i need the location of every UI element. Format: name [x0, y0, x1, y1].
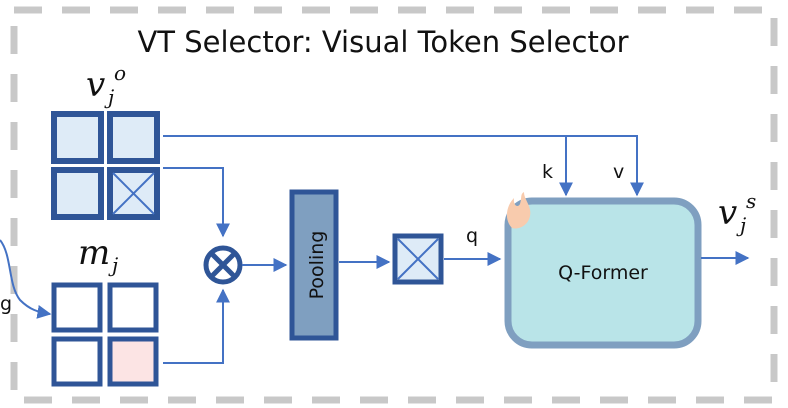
- svg-text:Pooling: Pooling: [306, 231, 328, 300]
- mask-cell: [107, 282, 159, 333]
- svg-text:s: s: [746, 189, 756, 213]
- label-v-j-s: v j s: [718, 189, 756, 237]
- mask-cell-highlight: [107, 336, 159, 387]
- flame-icon: [506, 192, 531, 229]
- token-cell: [107, 111, 160, 164]
- svg-text:j: j: [104, 85, 114, 109]
- qformer-block: Q-Former: [504, 197, 702, 349]
- edge-mask-to-multiply: [163, 288, 230, 364]
- mask-cell: [51, 282, 103, 333]
- incoming-edge: [0, 239, 52, 319]
- incoming-edge-label: g: [0, 293, 12, 315]
- visual-token-grid: [51, 111, 160, 220]
- diagram-title: VT Selector: Visual Token Selector: [137, 25, 628, 59]
- label-m-j: m j: [78, 233, 118, 277]
- edge-label-v: v: [613, 161, 624, 183]
- token-cell: [51, 111, 104, 164]
- mask-cell: [51, 336, 103, 387]
- svg-text:m: m: [78, 233, 110, 273]
- label-v-j-o: v j o: [86, 61, 126, 109]
- pooled-token: [392, 233, 444, 285]
- svg-text:Q-Former: Q-Former: [558, 262, 648, 284]
- svg-text:j: j: [108, 253, 118, 277]
- edge-to-v: [566, 135, 644, 197]
- svg-text:o: o: [114, 61, 126, 85]
- edge-tokens-to-multiply: [163, 167, 230, 238]
- mask-grid: [51, 282, 159, 387]
- edge-label-q: q: [466, 225, 478, 247]
- svg-text:v: v: [718, 193, 737, 233]
- multiply-node: [203, 245, 243, 285]
- pooling-block: Pooling: [289, 189, 339, 341]
- edge-label-k: k: [542, 161, 553, 183]
- token-cell: [51, 167, 104, 220]
- svg-text:j: j: [736, 213, 746, 237]
- svg-text:v: v: [86, 65, 105, 105]
